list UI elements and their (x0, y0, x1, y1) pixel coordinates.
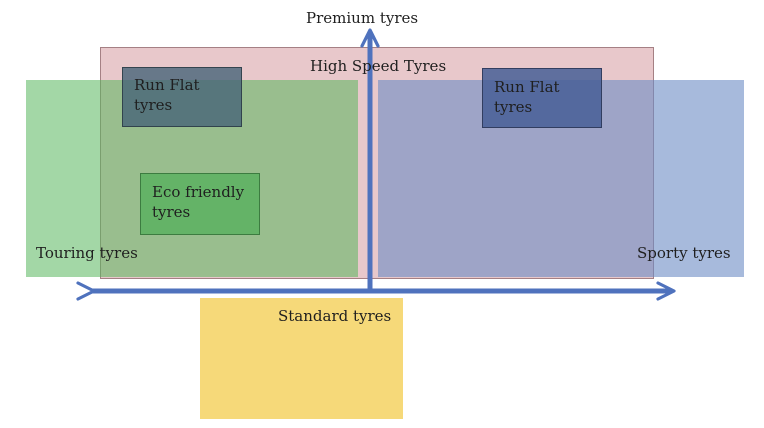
standard-region (200, 298, 403, 419)
run-flat-left-box (122, 67, 242, 127)
run-flat-right-label: Run Flat tyres (494, 78, 560, 116)
touring-tyres-label: Touring tyres (36, 244, 138, 262)
run-flat-right-box (482, 68, 602, 128)
sporty-tyres-label: Sporty tyres (637, 244, 731, 262)
eco-friendly-box (140, 173, 260, 235)
run-flat-left-label: Run Flat tyres (134, 76, 200, 114)
standard-tyres-label: Standard tyres (278, 307, 392, 325)
eco-friendly-label: Eco friendly tyres (152, 183, 245, 221)
premium-tyres-label: Premium tyres (306, 9, 419, 27)
high-speed-tyres-label: High Speed Tyres (310, 57, 447, 75)
